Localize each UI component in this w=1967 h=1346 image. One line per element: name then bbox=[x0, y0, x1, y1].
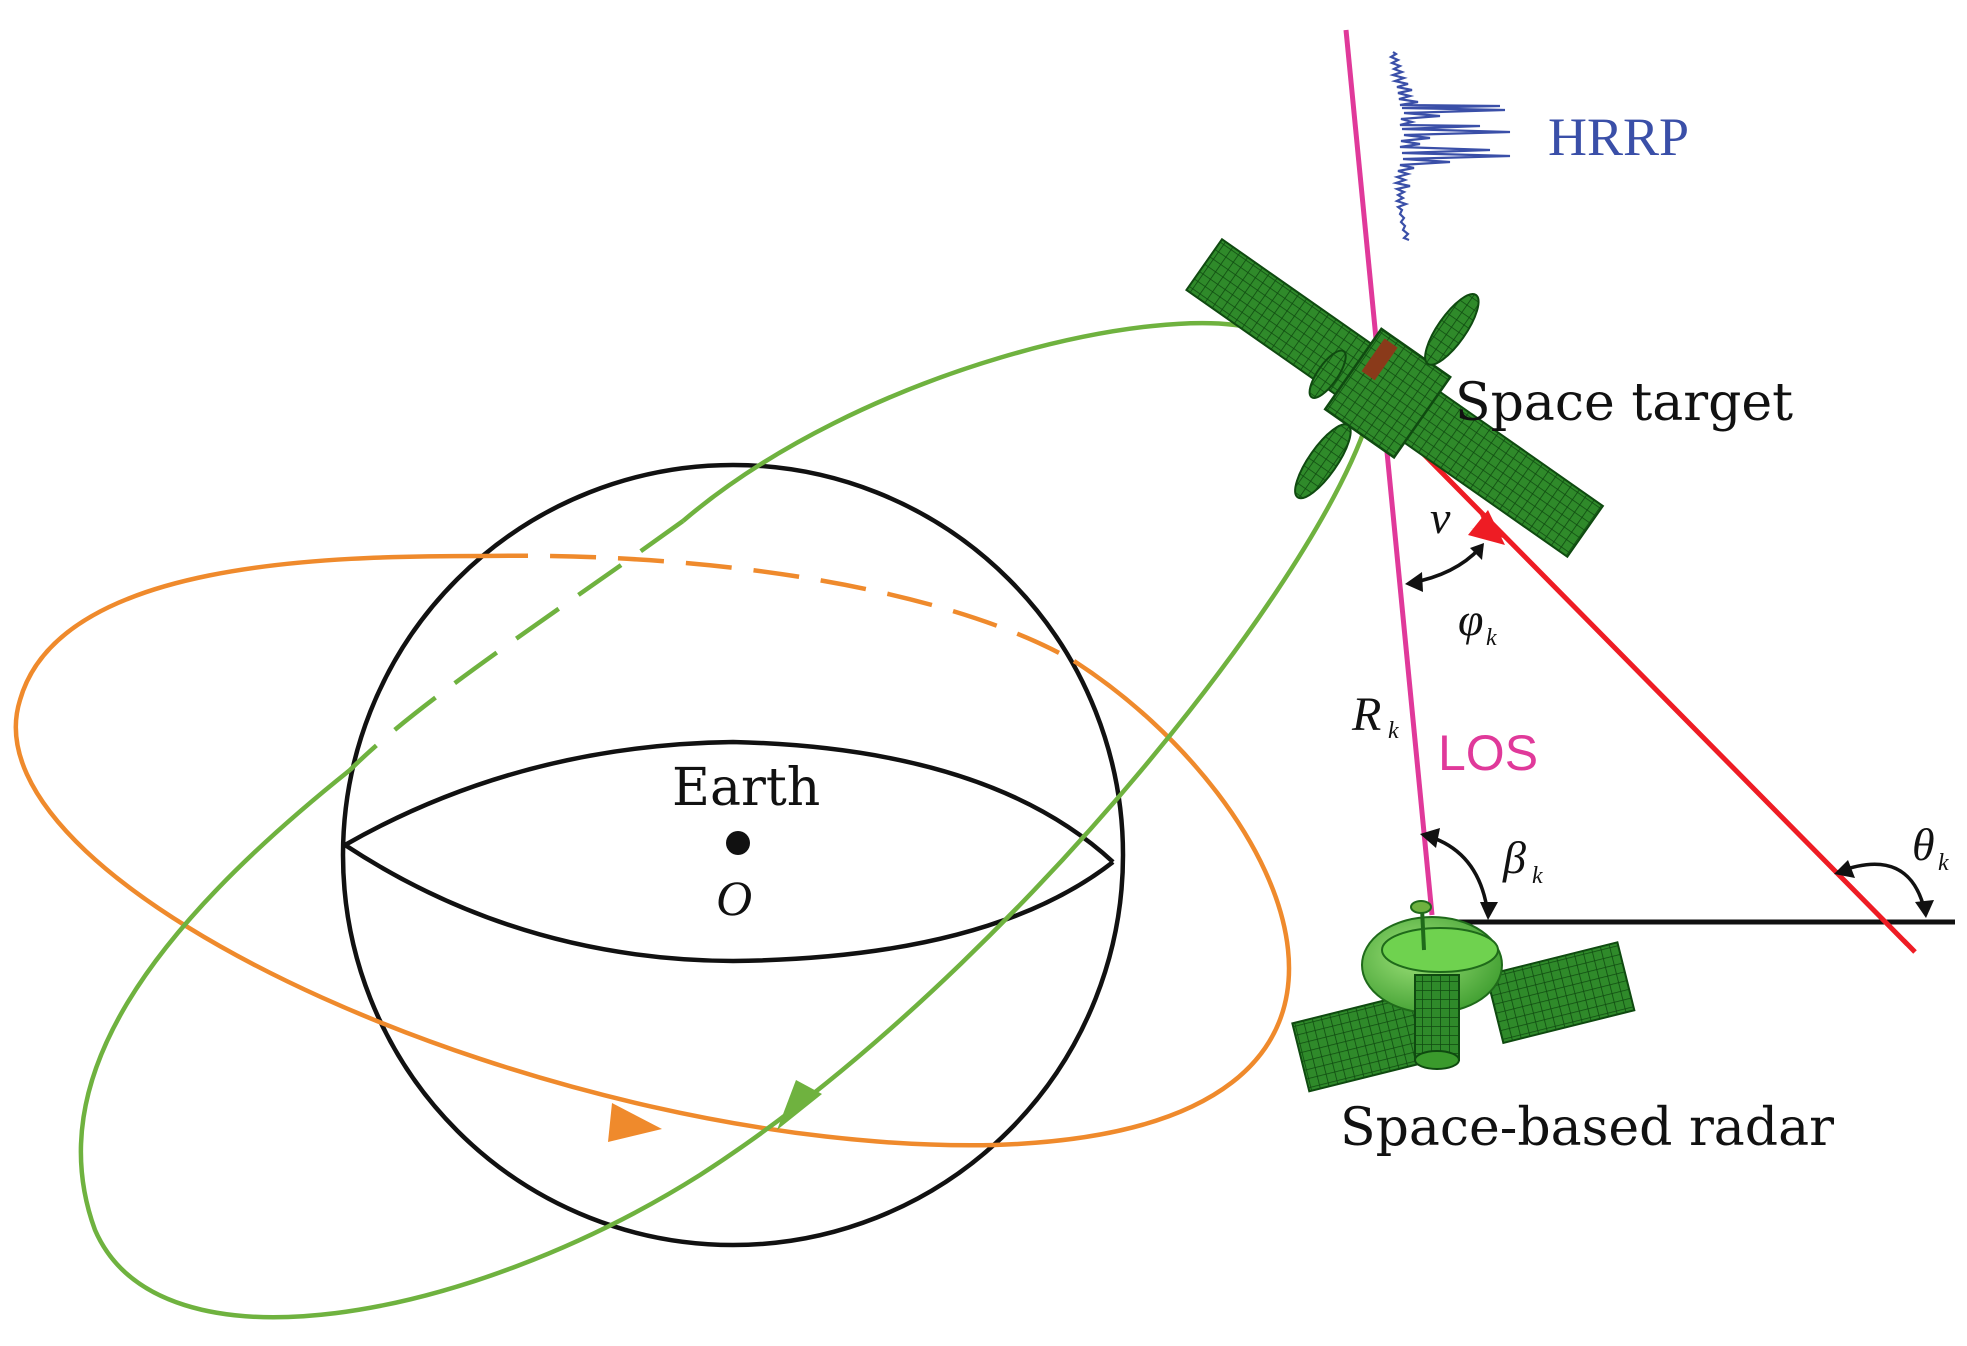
radar-dish-rim bbox=[1381, 927, 1499, 973]
radar-orbit-direction-arrow bbox=[608, 1103, 662, 1142]
earth-equator-front bbox=[343, 843, 1115, 964]
range-label: R k bbox=[1351, 688, 1399, 744]
radar-body bbox=[1414, 974, 1460, 1061]
phi-label: φ k bbox=[1458, 594, 1497, 651]
radar-solar-panel-right bbox=[1485, 941, 1636, 1045]
velocity-line bbox=[1383, 413, 1917, 954]
radar-feed-head bbox=[1410, 900, 1432, 914]
hrrp-label: HRRP bbox=[1548, 107, 1689, 167]
space-target-satellite bbox=[1185, 237, 1605, 559]
earth-label: Earth bbox=[672, 758, 820, 818]
phi-arc-arrow-left bbox=[1405, 572, 1423, 592]
beta-symbol: β bbox=[1502, 832, 1526, 883]
range-subscript: k bbox=[1388, 718, 1399, 744]
beta-angle-arc bbox=[1423, 833, 1490, 916]
phi-subscript: k bbox=[1486, 625, 1497, 651]
beta-label: β k bbox=[1502, 832, 1543, 889]
beta-arc-arrow-bottom bbox=[1480, 902, 1498, 920]
radar-feed-mast bbox=[1420, 907, 1426, 951]
theta-arc-arrow-right bbox=[1915, 900, 1934, 918]
space-target-label: Space target bbox=[1455, 373, 1793, 433]
space-based-radar-satellite bbox=[1291, 900, 1636, 1093]
radar-orbit-dashed-segment bbox=[481, 553, 1076, 663]
theta-label: θ k bbox=[1912, 819, 1949, 876]
theta-symbol: θ bbox=[1912, 819, 1935, 870]
earth bbox=[340, 462, 1126, 1248]
target-antenna-side bbox=[1308, 349, 1347, 399]
target-orbit-dashed-segment bbox=[348, 519, 685, 772]
target-orbit bbox=[78, 320, 1379, 1320]
velocity-symbol: v bbox=[1430, 492, 1451, 543]
target-antenna-upper bbox=[1424, 293, 1480, 366]
target-body bbox=[1323, 327, 1452, 460]
beta-subscript: k bbox=[1532, 863, 1543, 889]
velocity-arrowhead-main bbox=[1468, 510, 1505, 545]
target-orbit-direction-arrow bbox=[777, 1080, 822, 1130]
earth-equator-back bbox=[343, 739, 1115, 864]
earth-center-dot bbox=[726, 831, 750, 855]
target-antenna-lower bbox=[1294, 423, 1352, 500]
beta-arc-arrow-top bbox=[1420, 828, 1440, 848]
theta-arc-arrow-left bbox=[1834, 860, 1855, 878]
hrrp-waveform bbox=[1388, 51, 1511, 242]
radar-orbit-solid-segment bbox=[13, 553, 1292, 1148]
theta-subscript: k bbox=[1938, 850, 1949, 876]
velocity-vector bbox=[1383, 413, 1917, 954]
radar-orbit bbox=[13, 553, 1292, 1148]
target-body-detail bbox=[1361, 338, 1398, 381]
earth-sphere bbox=[340, 462, 1126, 1248]
space-based-radar-label: Space-based radar bbox=[1340, 1098, 1834, 1158]
theta-angle-arc bbox=[1837, 862, 1927, 913]
target-orbit-solid-upper bbox=[681, 320, 1261, 523]
radar-body-base bbox=[1414, 1050, 1460, 1070]
phi-symbol: φ bbox=[1458, 594, 1483, 645]
los-line bbox=[1343, 29, 1435, 916]
los-label: LOS bbox=[1438, 725, 1538, 781]
target-orbit-solid-lower bbox=[78, 327, 1379, 1320]
origin-label: O bbox=[716, 870, 752, 926]
phi-arc-arrow-right bbox=[1470, 543, 1484, 560]
hrrp-profile: HRRP bbox=[1388, 51, 1689, 242]
range-symbol: R bbox=[1351, 688, 1381, 741]
